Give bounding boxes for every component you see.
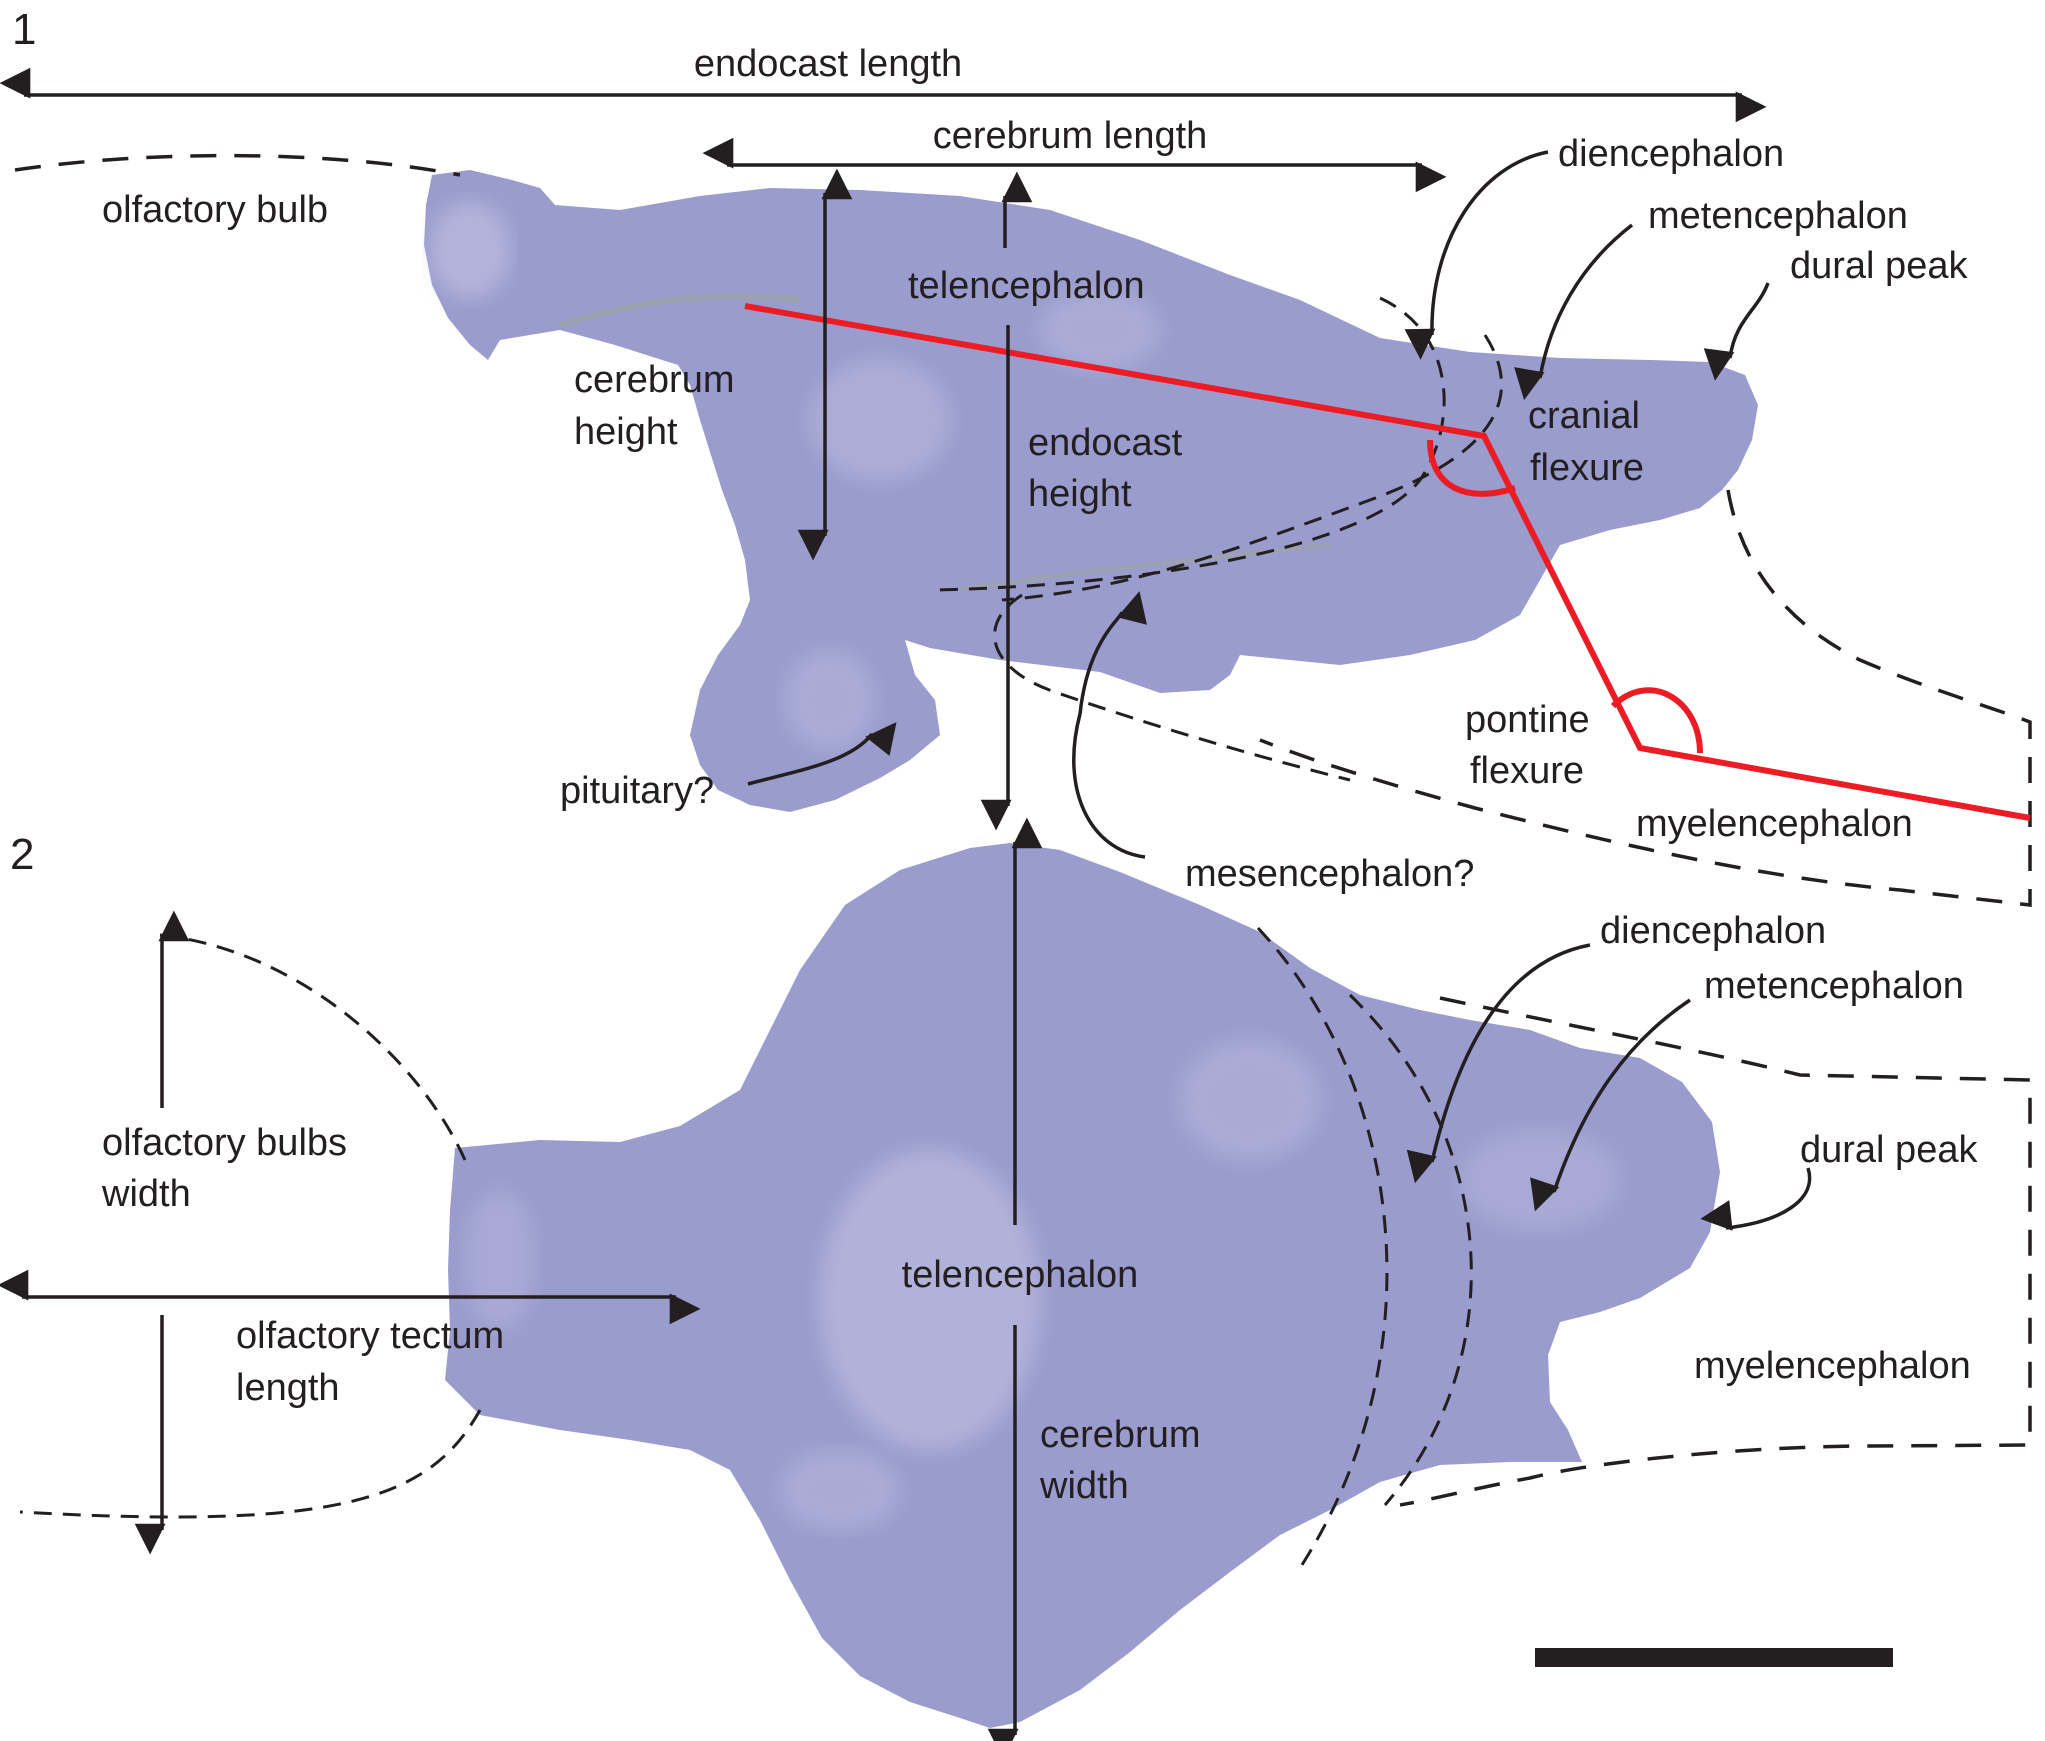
endocast-dorsal bbox=[445, 843, 1720, 1728]
dural-peak-pointer-2 bbox=[1700, 1167, 1812, 1231]
metencephalon-outline-lateral bbox=[1001, 334, 1503, 602]
panel-number-2: 2 bbox=[10, 830, 34, 879]
label-metencephalon-dorsal: metencephalon bbox=[1704, 965, 1964, 1007]
label-endocast-length: endocast length bbox=[694, 43, 962, 85]
olfactory-bulbs-outline-upper bbox=[159, 933, 467, 1161]
diencephalon-pointer-1 bbox=[1404, 150, 1549, 360]
label-myelencephalon-lateral: myelencephalon bbox=[1636, 803, 1913, 845]
metencephalon-pointer-2 bbox=[1530, 998, 1691, 1212]
dural-peak-pointer-1 bbox=[1703, 282, 1770, 381]
flexure-lines bbox=[744, 303, 2031, 821]
label-endocast-height-1: endocast bbox=[1028, 422, 1183, 464]
label-diencephalon-lateral: diencephalon bbox=[1558, 133, 1784, 175]
label-telencephalon-lateral: telencephalon bbox=[908, 265, 1145, 307]
label-cerebrum-height-2: height bbox=[574, 411, 678, 453]
pituitary-pointer bbox=[747, 722, 897, 786]
label-olfactory-tectum-length-2: length bbox=[236, 1367, 340, 1409]
label-mesencephalon: mesencephalon? bbox=[1185, 853, 1474, 895]
label-pontine-flexure-1: pontine bbox=[1465, 699, 1590, 741]
metencephalon-pointer-1 bbox=[1514, 223, 1634, 401]
label-pontine-flexure-2: flexure bbox=[1470, 750, 1584, 792]
label-dural-peak-dorsal: dural peak bbox=[1800, 1129, 1978, 1171]
mesencephalon-outline bbox=[993, 593, 1351, 782]
label-cerebrum-length: cerebrum length bbox=[933, 115, 1208, 157]
label-olfactory-bulbs-width-1: olfactory bulbs bbox=[102, 1122, 347, 1164]
label-olfactory-bulb: olfactory bulb bbox=[102, 189, 328, 231]
label-cranial-flexure-1: cranial bbox=[1528, 395, 1640, 437]
panel-number-1: 1 bbox=[12, 5, 36, 54]
diencephalon-outline-lateral bbox=[934, 296, 1446, 592]
label-olfactory-bulbs-width-2: width bbox=[101, 1173, 191, 1215]
label-cerebrum-width-2: width bbox=[1039, 1465, 1129, 1507]
label-dural-peak-lateral: dural peak bbox=[1790, 245, 1968, 287]
myelencephalon-outline-lateral bbox=[1259, 489, 2032, 907]
label-olfactory-tectum-length-1: olfactory tectum bbox=[236, 1315, 504, 1357]
diencephalon-pointer-2 bbox=[1406, 943, 1591, 1184]
myelencephalon-outline-dorsal bbox=[1399, 996, 2032, 1507]
label-myelencephalon-dorsal: myelencephalon bbox=[1694, 1345, 1971, 1387]
label-pituitary: pituitary? bbox=[560, 770, 714, 812]
label-cranial-flexure-2: flexure bbox=[1530, 447, 1644, 489]
scale-bar bbox=[1535, 1648, 1893, 1667]
olfactory-bulbs-outline-lower bbox=[19, 1409, 482, 1519]
label-cerebrum-width-1: cerebrum bbox=[1040, 1414, 1201, 1456]
label-endocast-height-2: height bbox=[1028, 473, 1132, 515]
label-metencephalon-lateral: metencephalon bbox=[1648, 195, 1908, 237]
cranial-flexure-angle bbox=[1427, 439, 1516, 497]
label-diencephalon-dorsal: diencephalon bbox=[1600, 910, 1826, 952]
olfactory-bulb-outline bbox=[14, 153, 461, 177]
diencephalon-outline-dorsal bbox=[1256, 926, 1389, 1569]
label-cerebrum-height-1: cerebrum bbox=[574, 359, 735, 401]
mesencephalon-pointer bbox=[1072, 591, 1147, 859]
pontine-flexure-angle bbox=[1610, 687, 1703, 754]
label-telencephalon-dorsal: telencephalon bbox=[902, 1254, 1139, 1296]
